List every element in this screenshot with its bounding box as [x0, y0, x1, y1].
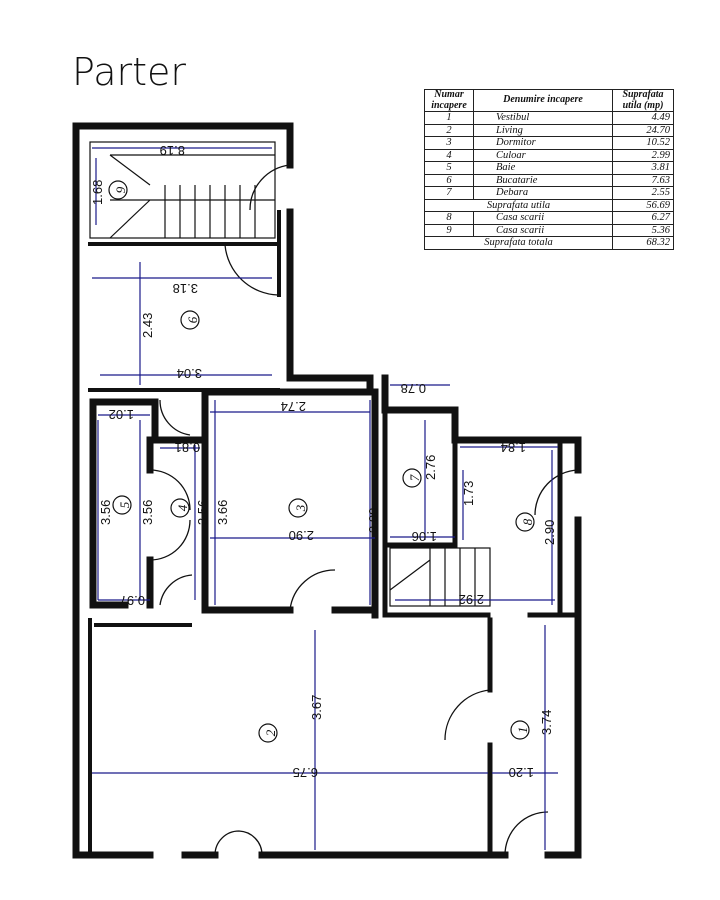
dim-label: 2.43: [140, 313, 155, 338]
room-number-label: 2: [263, 729, 278, 736]
dim-label: 3.56: [140, 500, 155, 525]
header-name: Denumire incapere: [473, 89, 613, 112]
dim-label: 0.81: [175, 440, 200, 455]
room-numbers: 1 2 3 4 5 6 7 8 9: [108, 180, 535, 743]
subtotal-area: 56.69: [612, 198, 674, 212]
room-number-circle: [515, 512, 535, 532]
room-number-label: 3: [293, 504, 308, 512]
dimension-labels: 8.19 1.68 3.18 2.43 3.04 1.02 0.81 3.56 …: [90, 143, 557, 780]
table-header-row: Numar incapere Denumire incapere Suprafa…: [424, 89, 674, 112]
total-row: Suprafata totala 68.32: [424, 236, 674, 250]
room-number-circle: [112, 495, 132, 515]
room-number-circle: [170, 498, 190, 518]
room-number-circle: [180, 310, 200, 330]
subtotal-row: Suprafata utila 56.69: [424, 198, 674, 212]
dimension-lines: [92, 147, 558, 850]
total-area: 68.32: [612, 236, 674, 250]
walls: [72, 122, 582, 859]
dim-label: 3.56: [98, 500, 113, 525]
room-number-label: 5: [117, 501, 132, 508]
dim-label: 3.67: [309, 695, 324, 720]
room-number-label: 6: [185, 316, 200, 323]
dim-label: 1.84: [501, 440, 526, 455]
room-number-circle: [288, 498, 308, 518]
header-number: Numar incapere: [424, 89, 474, 112]
room-number-circle: [258, 723, 278, 743]
room-number-label: 9: [113, 186, 128, 193]
dim-label: 2.90: [289, 528, 314, 543]
floor-title: Parter: [72, 50, 187, 94]
dim-label: 2.90: [542, 520, 557, 545]
dim-label: 2.92: [459, 592, 484, 607]
room-number-circle: [108, 180, 128, 200]
dim-label: 1.06: [412, 529, 437, 544]
room-number-label: 8: [520, 518, 535, 525]
dim-label: 3.74: [539, 710, 554, 735]
dim-label: 6.75: [293, 765, 318, 780]
room-number-label: 7: [407, 474, 422, 481]
room-area-table: Numar incapere Denumire incapere Suprafa…: [424, 89, 674, 250]
header-area: Suprafata utila (mp): [612, 89, 674, 112]
room-number-label: 4: [175, 504, 190, 511]
dim-label: 3.18: [173, 281, 198, 296]
dim-label: 0.78: [401, 381, 426, 396]
dim-label: 3.00: [366, 508, 381, 533]
dim-label: 1.73: [461, 481, 476, 506]
room-area: 5.36: [612, 223, 674, 237]
room-number-circle: [402, 468, 422, 488]
dim-label: 3.04: [177, 366, 202, 381]
dim-label: 2.76: [423, 455, 438, 480]
room-number-label: 1: [515, 727, 530, 734]
dim-label: 3.66: [215, 500, 230, 525]
dim-label: 1.02: [109, 407, 134, 422]
dim-label: 8.19: [160, 143, 185, 158]
dim-label: 3.56: [195, 500, 210, 525]
dim-label: 1.68: [90, 180, 105, 205]
room-number-circle: [510, 720, 530, 740]
dim-label: 1.20: [509, 765, 534, 780]
doors: [149, 164, 579, 856]
dim-label: 2.74: [281, 399, 306, 414]
dim-label: 0.97: [120, 593, 145, 608]
stairs: [89, 141, 491, 607]
